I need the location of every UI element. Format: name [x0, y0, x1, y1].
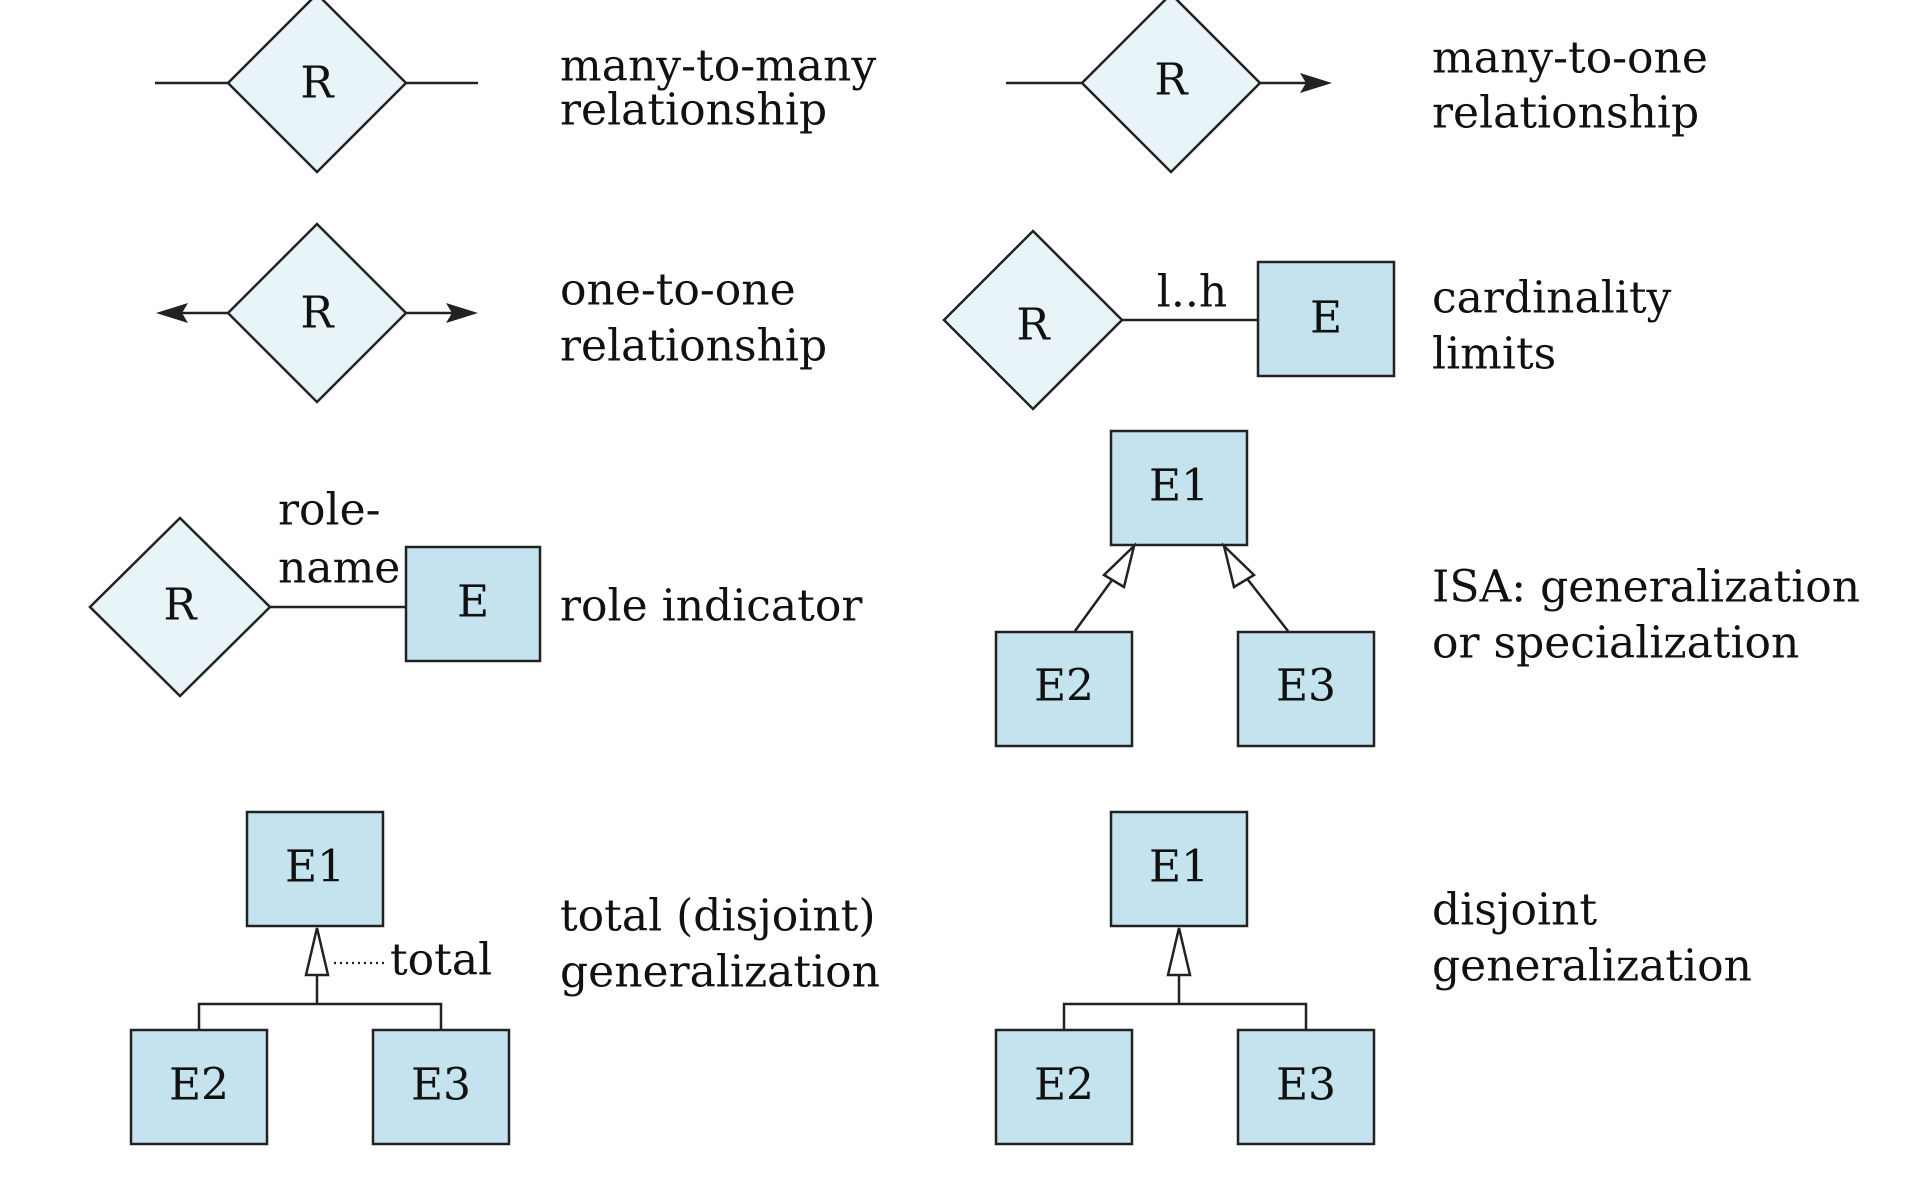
- relationship-label: R: [1154, 55, 1189, 106]
- isa-hollow-arrow-right: [1221, 542, 1257, 589]
- disjoint-generalization-example: E1 E2 E3 disjoint generalization: [994, 810, 1752, 1146]
- relationship-label: R: [1016, 300, 1051, 351]
- parent-entity-box: [1109, 810, 1249, 928]
- description-line-1: role indicator: [560, 581, 863, 632]
- parent-entity-box: [245, 810, 385, 928]
- description-line-2: generalization: [560, 947, 880, 998]
- description-line-1: many-to-many: [560, 41, 876, 92]
- cardinality-limits-example: R E l..h cardinality limits: [942, 229, 1672, 411]
- role-name-line-1: role-: [278, 485, 381, 536]
- total-constraint-label: total: [390, 935, 492, 986]
- child-entity-label-1: E2: [1034, 661, 1094, 712]
- entity-box: [404, 545, 542, 663]
- generalization-bracket: [1062, 1002, 1308, 1030]
- entity-box: [1256, 260, 1396, 378]
- relationship-diamond: [226, 0, 408, 174]
- child-entity-box-1: [129, 1028, 269, 1146]
- many-to-one-example: R many-to-one relationship: [1006, 0, 1708, 174]
- cardinality-limit-label: l..h: [1157, 267, 1227, 318]
- child-entity-label-1: E2: [1034, 1060, 1094, 1111]
- child-entity-label-2: E3: [1276, 1060, 1336, 1111]
- generalization-bracket: [197, 1002, 443, 1030]
- isa-edge-right: [1244, 575, 1289, 632]
- description-line-2: relationship: [560, 85, 827, 136]
- child-entity-label-2: E3: [1276, 661, 1336, 712]
- child-entity-box-1: [994, 630, 1134, 748]
- child-entity-label-1: E2: [169, 1060, 229, 1111]
- role-indicator-example: R E role- name role indicator: [88, 485, 863, 698]
- description-line-1: ISA: generalization: [1432, 562, 1860, 613]
- child-entity-label-2: E3: [411, 1060, 471, 1111]
- relationship-label: R: [300, 288, 335, 339]
- arrow-head-right: [1300, 73, 1332, 93]
- relationship-diamond: [226, 222, 408, 404]
- many-to-many-example: R many-to-many relationship: [155, 0, 876, 174]
- arrow-head-right: [446, 303, 478, 323]
- description-line-1: cardinality: [1432, 273, 1672, 324]
- generalization-hollow-arrow: [304, 927, 330, 977]
- relationship-diamond: [1080, 0, 1262, 174]
- parent-entity-label: E1: [1149, 461, 1209, 512]
- child-entity-box-2: [1236, 630, 1376, 748]
- entity-label: E: [1310, 293, 1342, 344]
- description-line-2: generalization: [1432, 941, 1752, 992]
- total-disjoint-generalization-example: E1 E2 E3 total total (disjoint) generali…: [129, 810, 880, 1146]
- arrow-head-left: [156, 303, 188, 323]
- description-line-2: limits: [1432, 329, 1556, 380]
- description-line-1: disjoint: [1432, 885, 1597, 936]
- isa-example: E1 E2 E3 ISA: generalization or speciali…: [994, 429, 1860, 748]
- relationship-label: R: [300, 58, 335, 109]
- role-name-line-2: name: [278, 543, 400, 594]
- entity-label: E: [457, 577, 489, 628]
- relationship-label: R: [163, 580, 198, 631]
- isa-edge-left: [1073, 575, 1117, 632]
- description-line-1: total (disjoint): [560, 891, 876, 942]
- description-line-2: or specialization: [1432, 618, 1799, 669]
- description-line-1: one-to-one: [560, 265, 796, 316]
- parent-entity-box: [1109, 429, 1249, 547]
- parent-entity-label: E1: [285, 842, 345, 893]
- description-line-2: relationship: [1432, 88, 1699, 139]
- relationship-diamond: [942, 229, 1124, 411]
- child-entity-box-2: [371, 1028, 511, 1146]
- description-line-2: relationship: [560, 321, 827, 372]
- isa-hollow-arrow-left: [1101, 542, 1137, 589]
- description-line-1: many-to-one: [1432, 33, 1708, 84]
- relationship-diamond: [88, 516, 272, 698]
- one-to-one-example: R one-to-one relationship: [156, 222, 827, 404]
- parent-entity-label: E1: [1149, 842, 1209, 893]
- generalization-hollow-arrow: [1166, 927, 1192, 977]
